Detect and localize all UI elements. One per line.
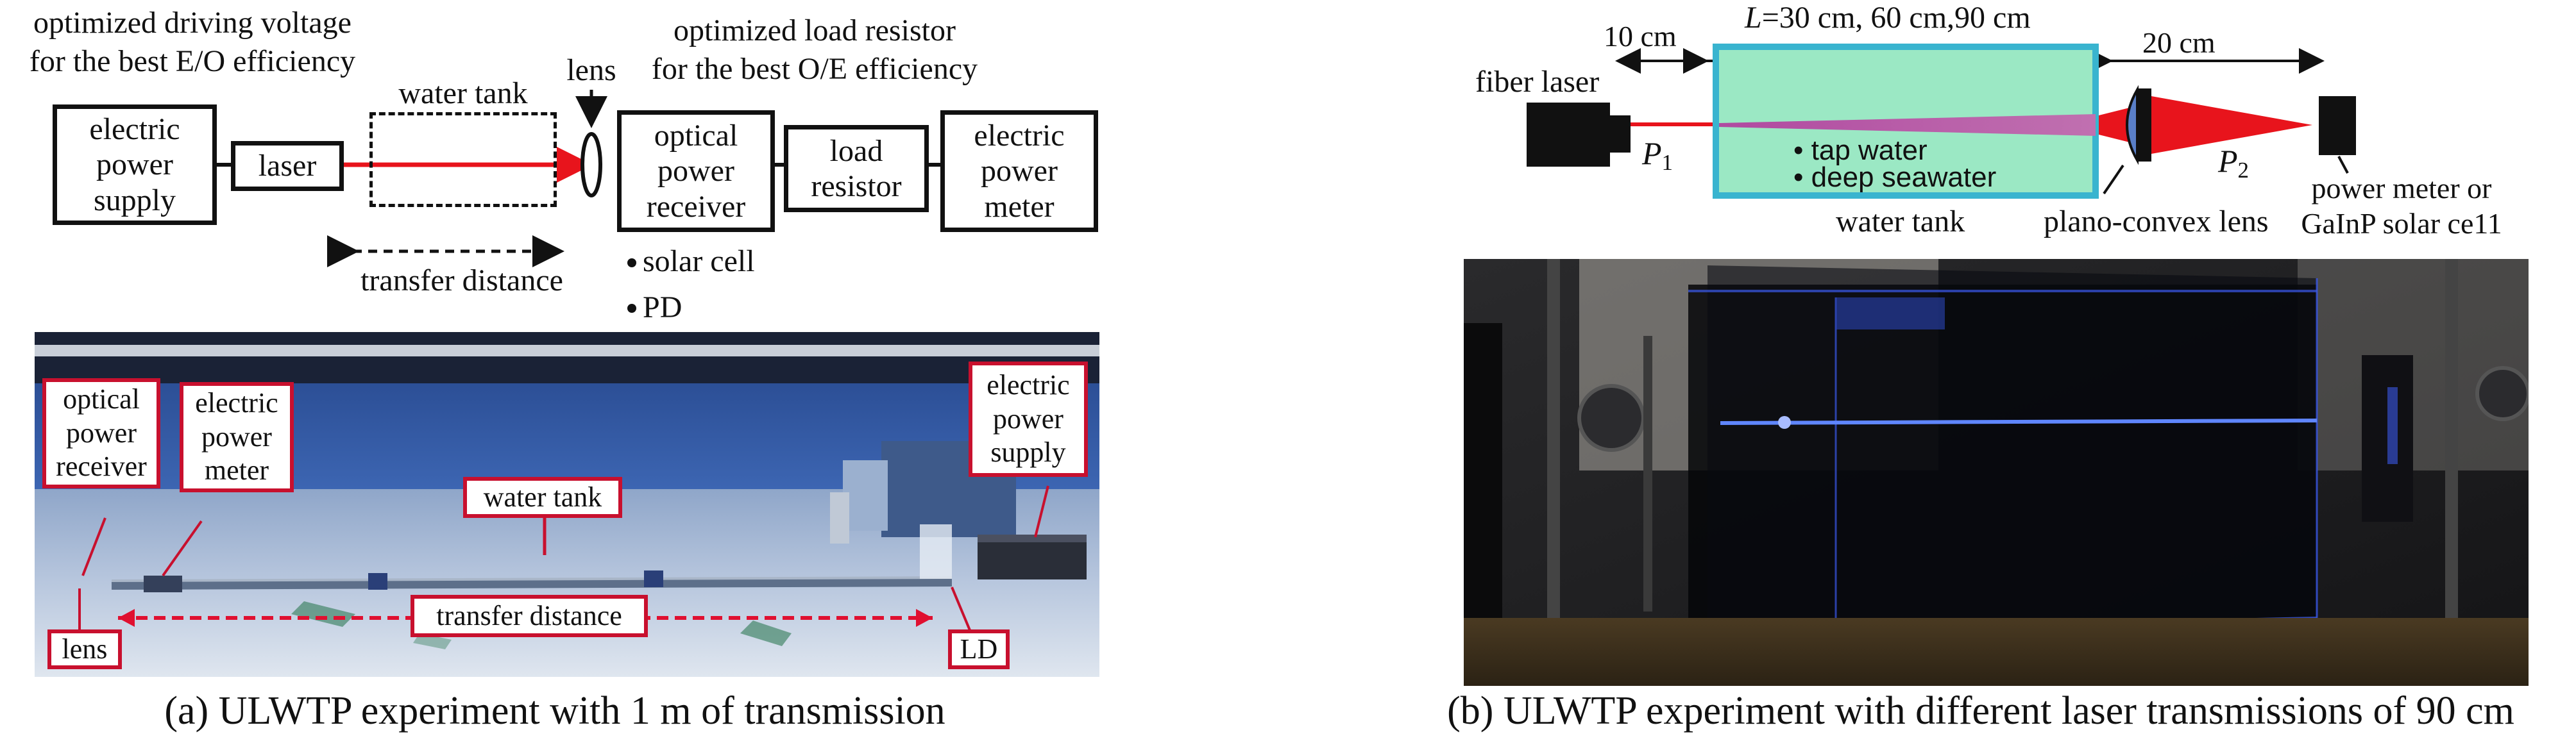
receiver-type-pd: PD [643, 290, 682, 324]
caption-b: (b) ULWTP experiment with different lase… [1447, 689, 2514, 733]
power-meter-body [2319, 96, 2356, 155]
block-diagram-connectors [217, 90, 940, 313]
dim-10cm: 10 cm [1604, 20, 1677, 53]
fiber-laser-label: fiber laser [1475, 65, 1600, 99]
blue-laser-beam [1720, 419, 2318, 425]
experiment-photo-1m [35, 332, 1099, 677]
receiver-type-solar-cell: solar cell [643, 244, 755, 278]
lens-label: lens [566, 53, 616, 87]
callout-electric-power-meter: electric power meter [180, 382, 294, 492]
plano-convex-lens-label: plano-convex lens [2044, 204, 2269, 238]
plano-convex-lens [2126, 85, 2139, 165]
p1-label: P1 [1642, 135, 1674, 175]
lens-shape [580, 132, 602, 197]
optical-power-receiver-box: optical power receiver [617, 110, 775, 232]
callout-ld: LD [948, 629, 1010, 669]
eo-efficiency-note: optimized driving voltage for the best E… [29, 6, 356, 78]
setup-schematic [1527, 44, 2356, 199]
beam-in-water [1719, 114, 2096, 136]
transfer-distance-label: transfer distance [360, 263, 563, 297]
callout-electric-power-supply: electric power supply [969, 362, 1088, 477]
electric-power-supply-box: electric power supply [53, 104, 217, 225]
experiment-photo-90cm [1464, 259, 2529, 686]
dim-20cm: 20 cm [2142, 26, 2216, 59]
water-type-seawater: • deep seawater [1793, 162, 1997, 193]
callout-transfer-distance: transfer distance [411, 595, 648, 637]
detector-label: power meter or GaInP solar ce11 [2301, 172, 2502, 240]
water-tank-box [369, 112, 557, 207]
callout-lens: lens [47, 629, 122, 669]
callout-optical-power-receiver: optical power receiver [42, 378, 160, 488]
water-tank-label: water tank [398, 76, 528, 110]
water-tank-label-b: water tank [1836, 204, 1965, 238]
p2-label: P2 [2218, 143, 2250, 183]
oe-efficiency-note: optimized load resistor for the best O/E… [651, 13, 978, 86]
water-type-tap: • tap water [1793, 135, 1928, 166]
callout-water-tank: water tank [463, 477, 622, 518]
fiber-laser-body [1527, 103, 1610, 167]
laser-box: laser [231, 141, 344, 191]
caption-a: (a) ULWTP experiment with 1 m of transmi… [164, 689, 945, 733]
load-resistor-box: load resistor [784, 125, 929, 212]
photo-scene [35, 332, 1099, 677]
dim-L: L=30 cm, 60 cm,90 cm [1745, 1, 2031, 35]
electric-power-meter-box: electric power meter [940, 110, 1098, 232]
photo-scene-b [1464, 259, 2529, 686]
